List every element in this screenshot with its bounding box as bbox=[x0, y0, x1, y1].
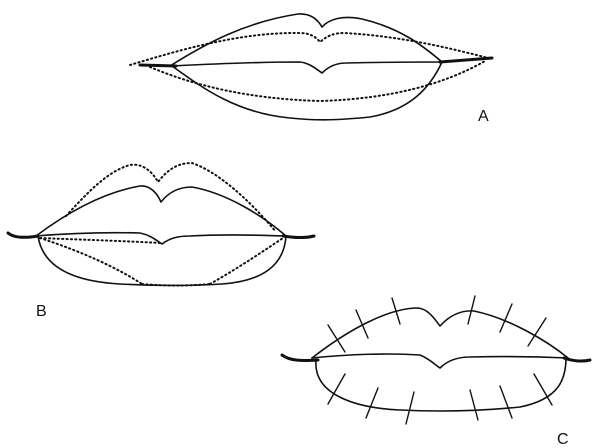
figure-a-lip-line bbox=[172, 62, 442, 73]
figure-b-dotted-upper bbox=[66, 163, 276, 232]
suture bbox=[356, 310, 368, 338]
figure-a-dotted-upper bbox=[130, 33, 492, 65]
figure-b-dotted-lower-left bbox=[40, 238, 142, 284]
figure-b-label: B bbox=[36, 303, 47, 320]
figure-c-label: C bbox=[557, 431, 569, 448]
figure-b-dotted-lower-right bbox=[210, 238, 283, 284]
suture bbox=[366, 388, 378, 418]
figure-a-upper-lip-outline bbox=[170, 14, 442, 66]
suture bbox=[328, 374, 345, 404]
suture bbox=[468, 296, 475, 324]
suture bbox=[406, 392, 414, 424]
suture bbox=[528, 318, 546, 346]
figure-a: A bbox=[130, 14, 492, 125]
suture bbox=[500, 304, 512, 332]
figure-c: C bbox=[282, 296, 590, 448]
figure-b-dotted-lip-line bbox=[40, 238, 160, 243]
suture bbox=[470, 390, 478, 420]
figure-b: B bbox=[8, 163, 314, 320]
figure-c-lip-line bbox=[312, 354, 568, 368]
figure-c-lower-lip-outline bbox=[316, 358, 566, 411]
figure-b-commissure-left bbox=[8, 233, 38, 237]
figure-b-lip-line bbox=[36, 233, 286, 244]
suture bbox=[534, 374, 552, 405]
figure-a-label: A bbox=[478, 108, 489, 125]
suture bbox=[328, 325, 345, 352]
figure-b-commissure-right bbox=[283, 236, 314, 238]
figure-a-dotted-lower bbox=[150, 61, 485, 101]
figure-c-upper-lip-outline bbox=[312, 308, 568, 358]
figure-b-upper-lip-outline bbox=[36, 186, 286, 236]
figure-c-sutures-lower bbox=[328, 374, 552, 424]
suture bbox=[500, 386, 512, 418]
